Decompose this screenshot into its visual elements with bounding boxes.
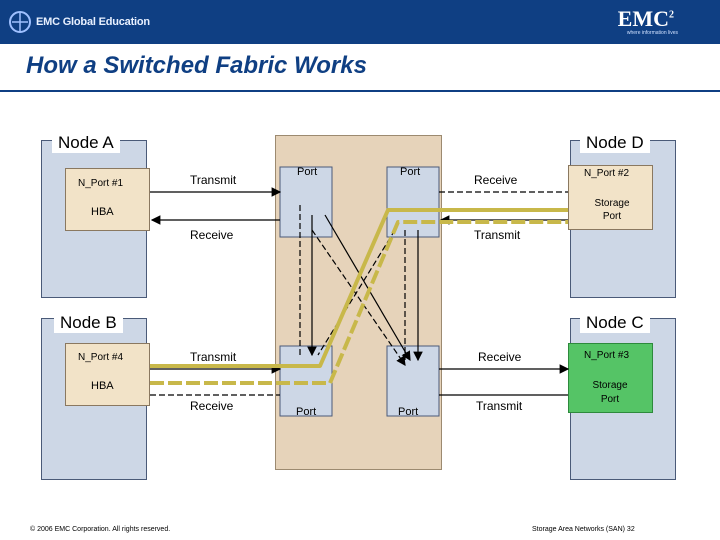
b-receive-label: Receive [190,399,234,413]
internal-route-5 [311,229,406,366]
d-receive-label: Receive [474,173,518,187]
node-b-nport: N_Port #4 [78,352,124,363]
page-title: How a Switched Fabric Works [26,52,367,79]
emc-logo: EMC2 [617,6,674,31]
node-c-storage-label: Storage Port [592,380,628,405]
active-path-receive [150,220,568,385]
node-d-title: Node D [580,133,650,153]
node-a-title: Node A [52,133,120,153]
a-transmit-label: Transmit [190,173,237,187]
node-b-hba-label: HBA [91,380,114,392]
d-transmit-label: Transmit [474,228,521,242]
port-label-top-left: Port [297,166,318,178]
node-c-nport: N_Port #3 [584,350,630,361]
node-d-storage-label: Storage Port [594,198,630,222]
node-d-storage [568,165,653,230]
internal-route-7 [317,229,396,356]
b-transmit-label: Transmit [190,350,237,364]
education-text: EMC Global Education [36,16,150,28]
header-bar: EMC Global Education EMC2 where informat… [0,0,720,44]
internal-route-6 [324,214,411,362]
port-label-top-right: Port [400,166,421,178]
c-transmit-label: Transmit [476,399,523,413]
node-a-hba [65,168,150,231]
node-a-hba-label: HBA [91,206,114,218]
node-b-title: Node B [54,313,123,333]
footer-copyright: © 2006 EMC Corporation. All rights reser… [30,526,171,533]
footer-page-ref: Storage Area Networks (SAN) 32 [532,526,635,533]
port-label-bottom-right: Port [398,406,419,418]
node-b-hba [65,343,150,406]
emc-tagline: where information lives [626,30,678,36]
port-box-bottom-right [386,345,440,417]
node-a-nport: N_Port #1 [78,178,124,189]
emc-education-logo: EMC Global Education [8,8,168,36]
active-path-transmit [150,208,568,368]
title-divider [0,90,720,92]
globe-icon [9,11,31,33]
node-d-nport: N_Port #2 [584,168,630,179]
a-receive-label: Receive [190,228,234,242]
port-label-bottom-left: Port [296,406,317,418]
node-c-title: Node C [580,313,650,333]
node-c-storage [568,343,653,413]
c-receive-label: Receive [478,350,522,364]
port-box-top-left [279,166,333,238]
